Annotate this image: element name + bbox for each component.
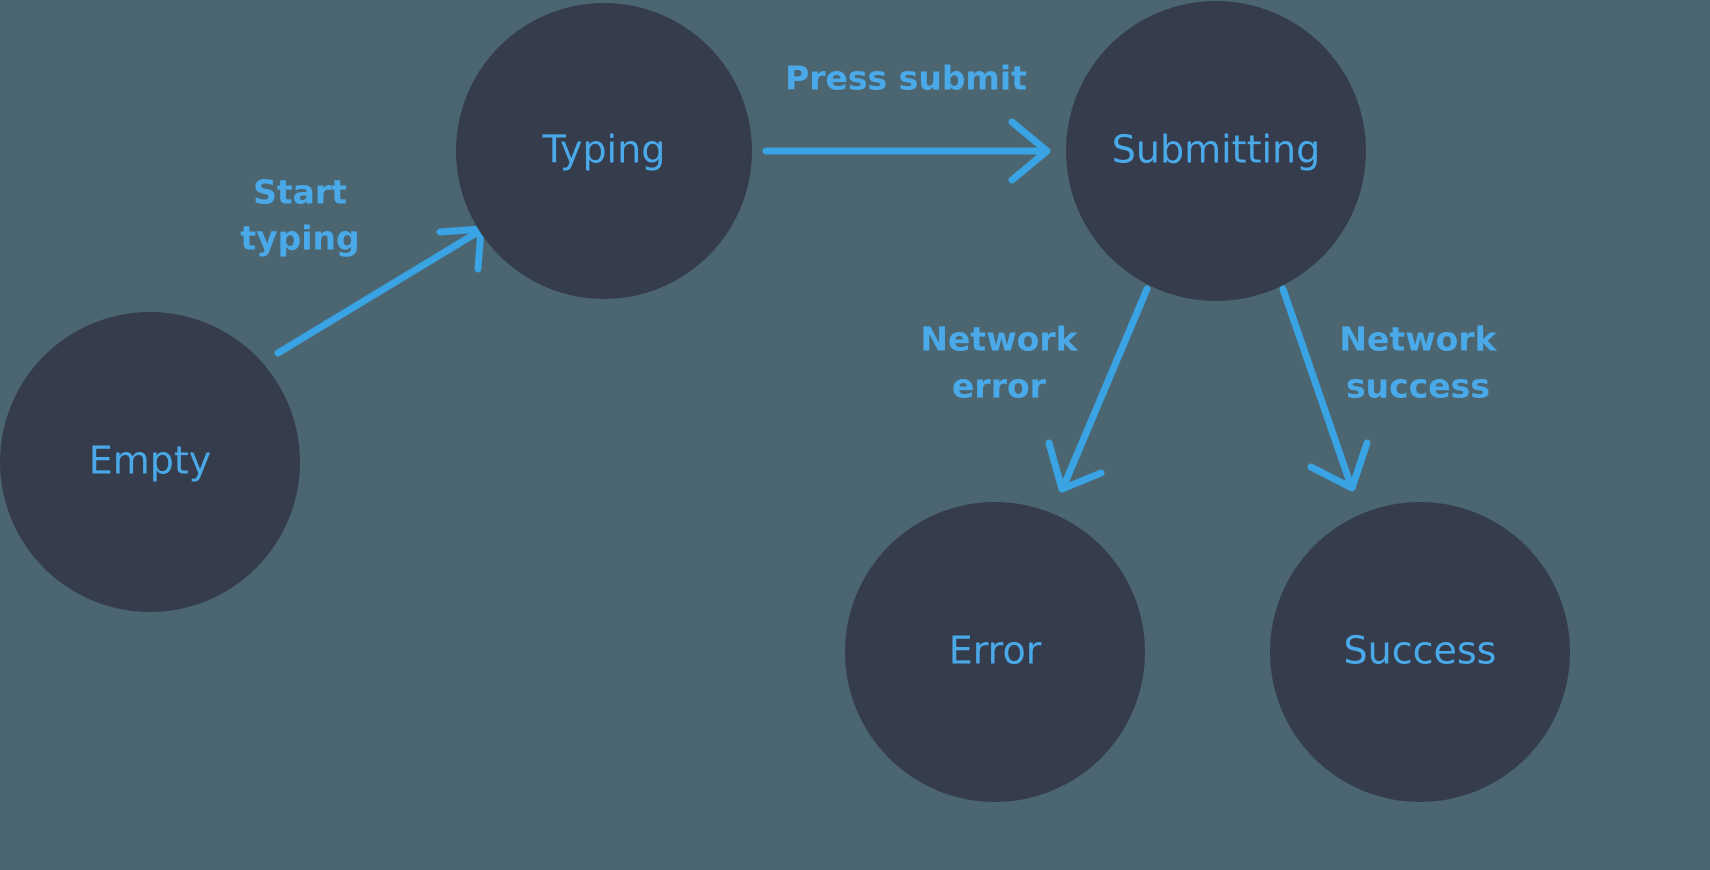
edge-submitting-to-success: Network success <box>1279 285 1498 492</box>
state-node-empty-circle[interactable] <box>0 312 300 612</box>
edge-typing-to-submitting: Press submit <box>762 59 1051 184</box>
edge-submitting-to-error-arrowhead <box>1045 439 1105 493</box>
state-node-success-label: Success <box>1344 629 1497 673</box>
state-node-empty-label: Empty <box>89 439 212 483</box>
state-node-typing-label: Typing <box>542 128 666 172</box>
state-node-submitting[interactable]: Submitting <box>1066 1 1366 301</box>
state-node-success[interactable]: Success <box>1270 502 1570 802</box>
edge-label-network-error-line2: error <box>952 367 1047 406</box>
edge-label-start-typing-line1: Start <box>253 173 347 212</box>
edge-typing-to-submitting-arrowhead <box>1008 118 1051 184</box>
edge-label-start-typing-line2: typing <box>240 219 359 258</box>
edge-label-network-success-line2: success <box>1346 367 1490 406</box>
edge-submitting-to-error-line <box>1061 285 1151 487</box>
edge-empty-to-typing-line <box>274 228 482 357</box>
edge-submitting-to-success-arrowhead <box>1307 439 1371 492</box>
edge-submitting-to-error: Network error <box>920 285 1151 493</box>
state-node-empty[interactable]: Empty <box>0 312 300 612</box>
state-node-error-circle[interactable] <box>845 502 1145 802</box>
state-node-error-label: Error <box>949 629 1042 673</box>
state-node-submitting-label: Submitting <box>1112 128 1320 172</box>
state-node-typing[interactable]: Typing <box>456 3 752 299</box>
edge-label-press-submit: Press submit <box>785 59 1027 98</box>
edge-label-network-success-line1: Network <box>1339 320 1497 359</box>
edge-empty-to-typing: Start typing <box>240 173 485 357</box>
state-node-error[interactable]: Error <box>845 502 1145 802</box>
edge-label-network-error-line1: Network <box>920 320 1078 359</box>
edge-submitting-to-success-line <box>1279 285 1353 484</box>
state-node-typing-circle[interactable] <box>456 3 752 299</box>
state-node-submitting-circle[interactable] <box>1066 1 1366 301</box>
state-node-success-circle[interactable] <box>1270 502 1570 802</box>
